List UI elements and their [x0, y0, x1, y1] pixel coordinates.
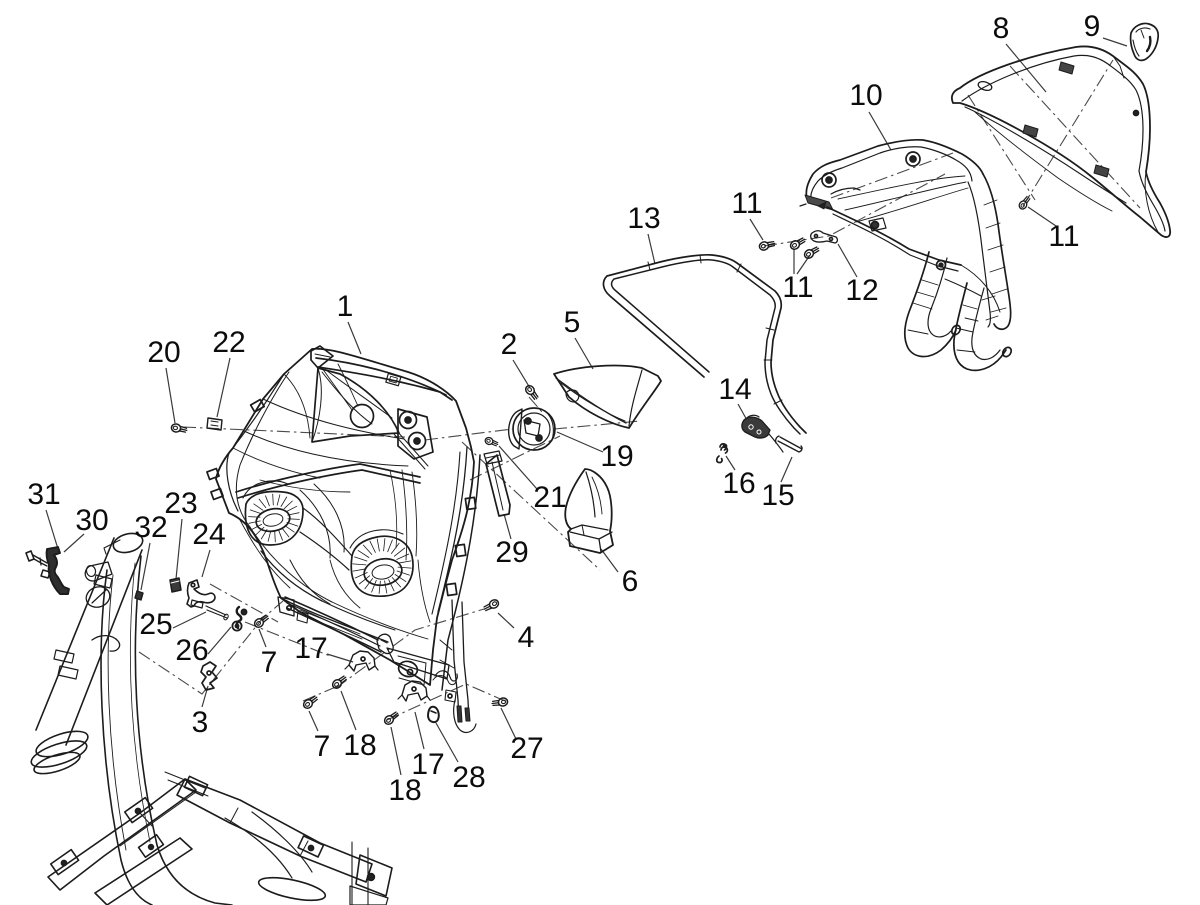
- svg-text:17: 17: [411, 748, 444, 781]
- svg-text:9: 9: [1084, 10, 1101, 43]
- svg-text:1: 1: [337, 290, 354, 323]
- svg-text:7: 7: [314, 730, 331, 763]
- svg-text:32: 32: [134, 511, 167, 544]
- svg-text:10: 10: [849, 79, 882, 112]
- svg-text:11: 11: [1048, 220, 1079, 253]
- svg-text:31: 31: [27, 478, 60, 511]
- svg-text:5: 5: [564, 306, 581, 339]
- svg-text:30: 30: [75, 504, 108, 537]
- svg-text:23: 23: [164, 487, 197, 520]
- svg-text:17: 17: [294, 632, 327, 665]
- svg-text:14: 14: [718, 373, 751, 406]
- svg-text:13: 13: [627, 202, 660, 235]
- svg-text:28: 28: [452, 761, 485, 794]
- svg-text:18: 18: [343, 729, 376, 762]
- svg-text:15: 15: [761, 479, 794, 512]
- svg-text:18: 18: [388, 774, 421, 807]
- svg-text:6: 6: [622, 565, 639, 598]
- svg-text:25: 25: [139, 608, 172, 641]
- svg-text:24: 24: [192, 518, 225, 551]
- svg-text:26: 26: [175, 634, 208, 667]
- svg-text:22: 22: [212, 326, 245, 359]
- svg-text:11: 11: [782, 271, 813, 304]
- svg-text:2: 2: [501, 328, 518, 361]
- svg-text:7: 7: [261, 646, 278, 679]
- svg-text:16: 16: [722, 467, 755, 500]
- svg-text:11: 11: [731, 187, 762, 220]
- svg-text:8: 8: [993, 12, 1010, 45]
- svg-text:12: 12: [845, 274, 878, 307]
- svg-text:27: 27: [510, 732, 543, 765]
- svg-text:20: 20: [147, 336, 180, 369]
- svg-text:3: 3: [192, 706, 209, 739]
- svg-text:4: 4: [518, 621, 535, 654]
- svg-text:29: 29: [495, 536, 528, 569]
- svg-text:19: 19: [600, 440, 633, 473]
- svg-text:21: 21: [533, 481, 566, 514]
